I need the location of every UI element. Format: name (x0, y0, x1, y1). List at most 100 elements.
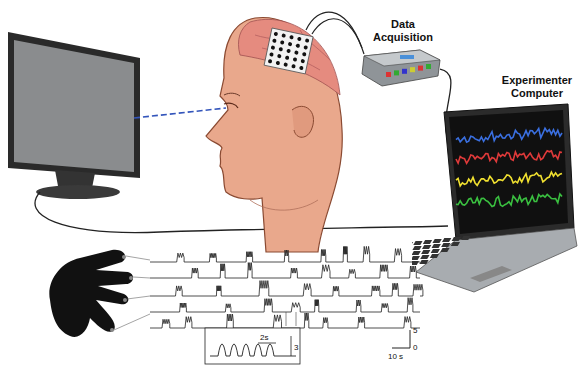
electrode (269, 52, 274, 57)
head-profile (206, 17, 342, 252)
daq-port (426, 64, 431, 69)
finger-trace (150, 298, 420, 312)
ear (292, 106, 314, 137)
electrode (283, 62, 288, 67)
key (412, 261, 419, 265)
key (412, 246, 421, 250)
electrode (289, 35, 294, 40)
jaw-line (250, 200, 318, 210)
scale-bar (392, 330, 410, 348)
electrode (278, 47, 283, 52)
glove-sensor (122, 255, 126, 259)
finger-trace (150, 313, 420, 328)
electrode (273, 32, 278, 37)
monitor-base (36, 185, 120, 199)
laptop-computer: Experimenter Computer (412, 74, 580, 296)
key (413, 241, 422, 245)
daq-port (418, 66, 423, 71)
node-label: Data Acquisition (360, 18, 446, 44)
inset-box (205, 328, 300, 364)
glove-sensor (123, 298, 127, 302)
glove-traces (150, 246, 423, 328)
electrode (281, 33, 286, 38)
eeg-trace (456, 151, 562, 164)
scale-label: 3 (294, 343, 298, 352)
electrode (305, 38, 310, 43)
key (412, 247, 413, 251)
finger-trace (150, 246, 420, 262)
glove-sensor (110, 328, 114, 332)
daq-display (400, 55, 414, 59)
daq-shape (360, 46, 442, 88)
electrode (297, 37, 302, 42)
key (451, 242, 460, 246)
key (420, 255, 429, 259)
scale-label: 5 (413, 326, 417, 335)
brain-surface (238, 19, 340, 95)
leader-line (127, 296, 150, 299)
key (431, 249, 440, 253)
key (421, 250, 430, 254)
key (419, 260, 428, 264)
finger-trace (150, 263, 420, 278)
electrode (272, 38, 277, 43)
key (432, 239, 441, 243)
electrode (303, 45, 308, 50)
electrode (268, 59, 273, 64)
eeg-trace (456, 194, 562, 207)
daq-top (364, 50, 440, 66)
eyebrow (224, 93, 240, 96)
data-glove (49, 250, 133, 337)
glove-sensor (129, 276, 133, 280)
electrode (275, 61, 280, 66)
electrode (295, 43, 300, 48)
eeg-trace (456, 172, 562, 186)
scale-label: 2s (260, 333, 268, 342)
daq-port (410, 67, 415, 72)
key (412, 251, 421, 255)
finger-trace (150, 281, 423, 296)
grid-sheet (264, 28, 313, 74)
electrode (286, 49, 291, 54)
electrode (293, 57, 298, 62)
monitor-screen (14, 40, 134, 172)
scale-label: 0 (413, 343, 417, 352)
inset-leader (286, 312, 296, 326)
touchpad (470, 266, 512, 282)
daq-body (362, 50, 440, 86)
daq-port (386, 72, 391, 77)
electrode (271, 45, 276, 50)
electrode (294, 50, 299, 55)
key (461, 236, 470, 240)
key (423, 240, 432, 244)
key (432, 244, 441, 248)
leader-line (133, 277, 150, 278)
laptop-shape (412, 100, 578, 296)
node-label: Experimenter Computer (498, 74, 576, 100)
key (412, 256, 420, 260)
key (452, 237, 461, 241)
electrode (280, 40, 285, 45)
daq-port (402, 69, 407, 74)
electrode-grid (264, 28, 313, 74)
key (412, 242, 413, 246)
key (430, 254, 439, 258)
laptop-base (416, 228, 577, 292)
eye (224, 103, 238, 108)
electrode (285, 55, 290, 60)
inset-trace (210, 344, 296, 356)
electrode (288, 42, 293, 47)
key (440, 248, 449, 252)
leader-line (126, 256, 150, 260)
gaze-line (134, 108, 226, 118)
electrode (277, 54, 282, 59)
electrode (302, 52, 307, 57)
electrode (291, 64, 296, 69)
laptop-screen (449, 110, 568, 234)
acquisition-unit: Data Acquisition (360, 18, 446, 88)
electrode (300, 59, 305, 64)
electrode (299, 66, 304, 71)
grid-wire (312, 19, 364, 54)
key (422, 245, 431, 249)
laptop-lid (444, 104, 574, 240)
